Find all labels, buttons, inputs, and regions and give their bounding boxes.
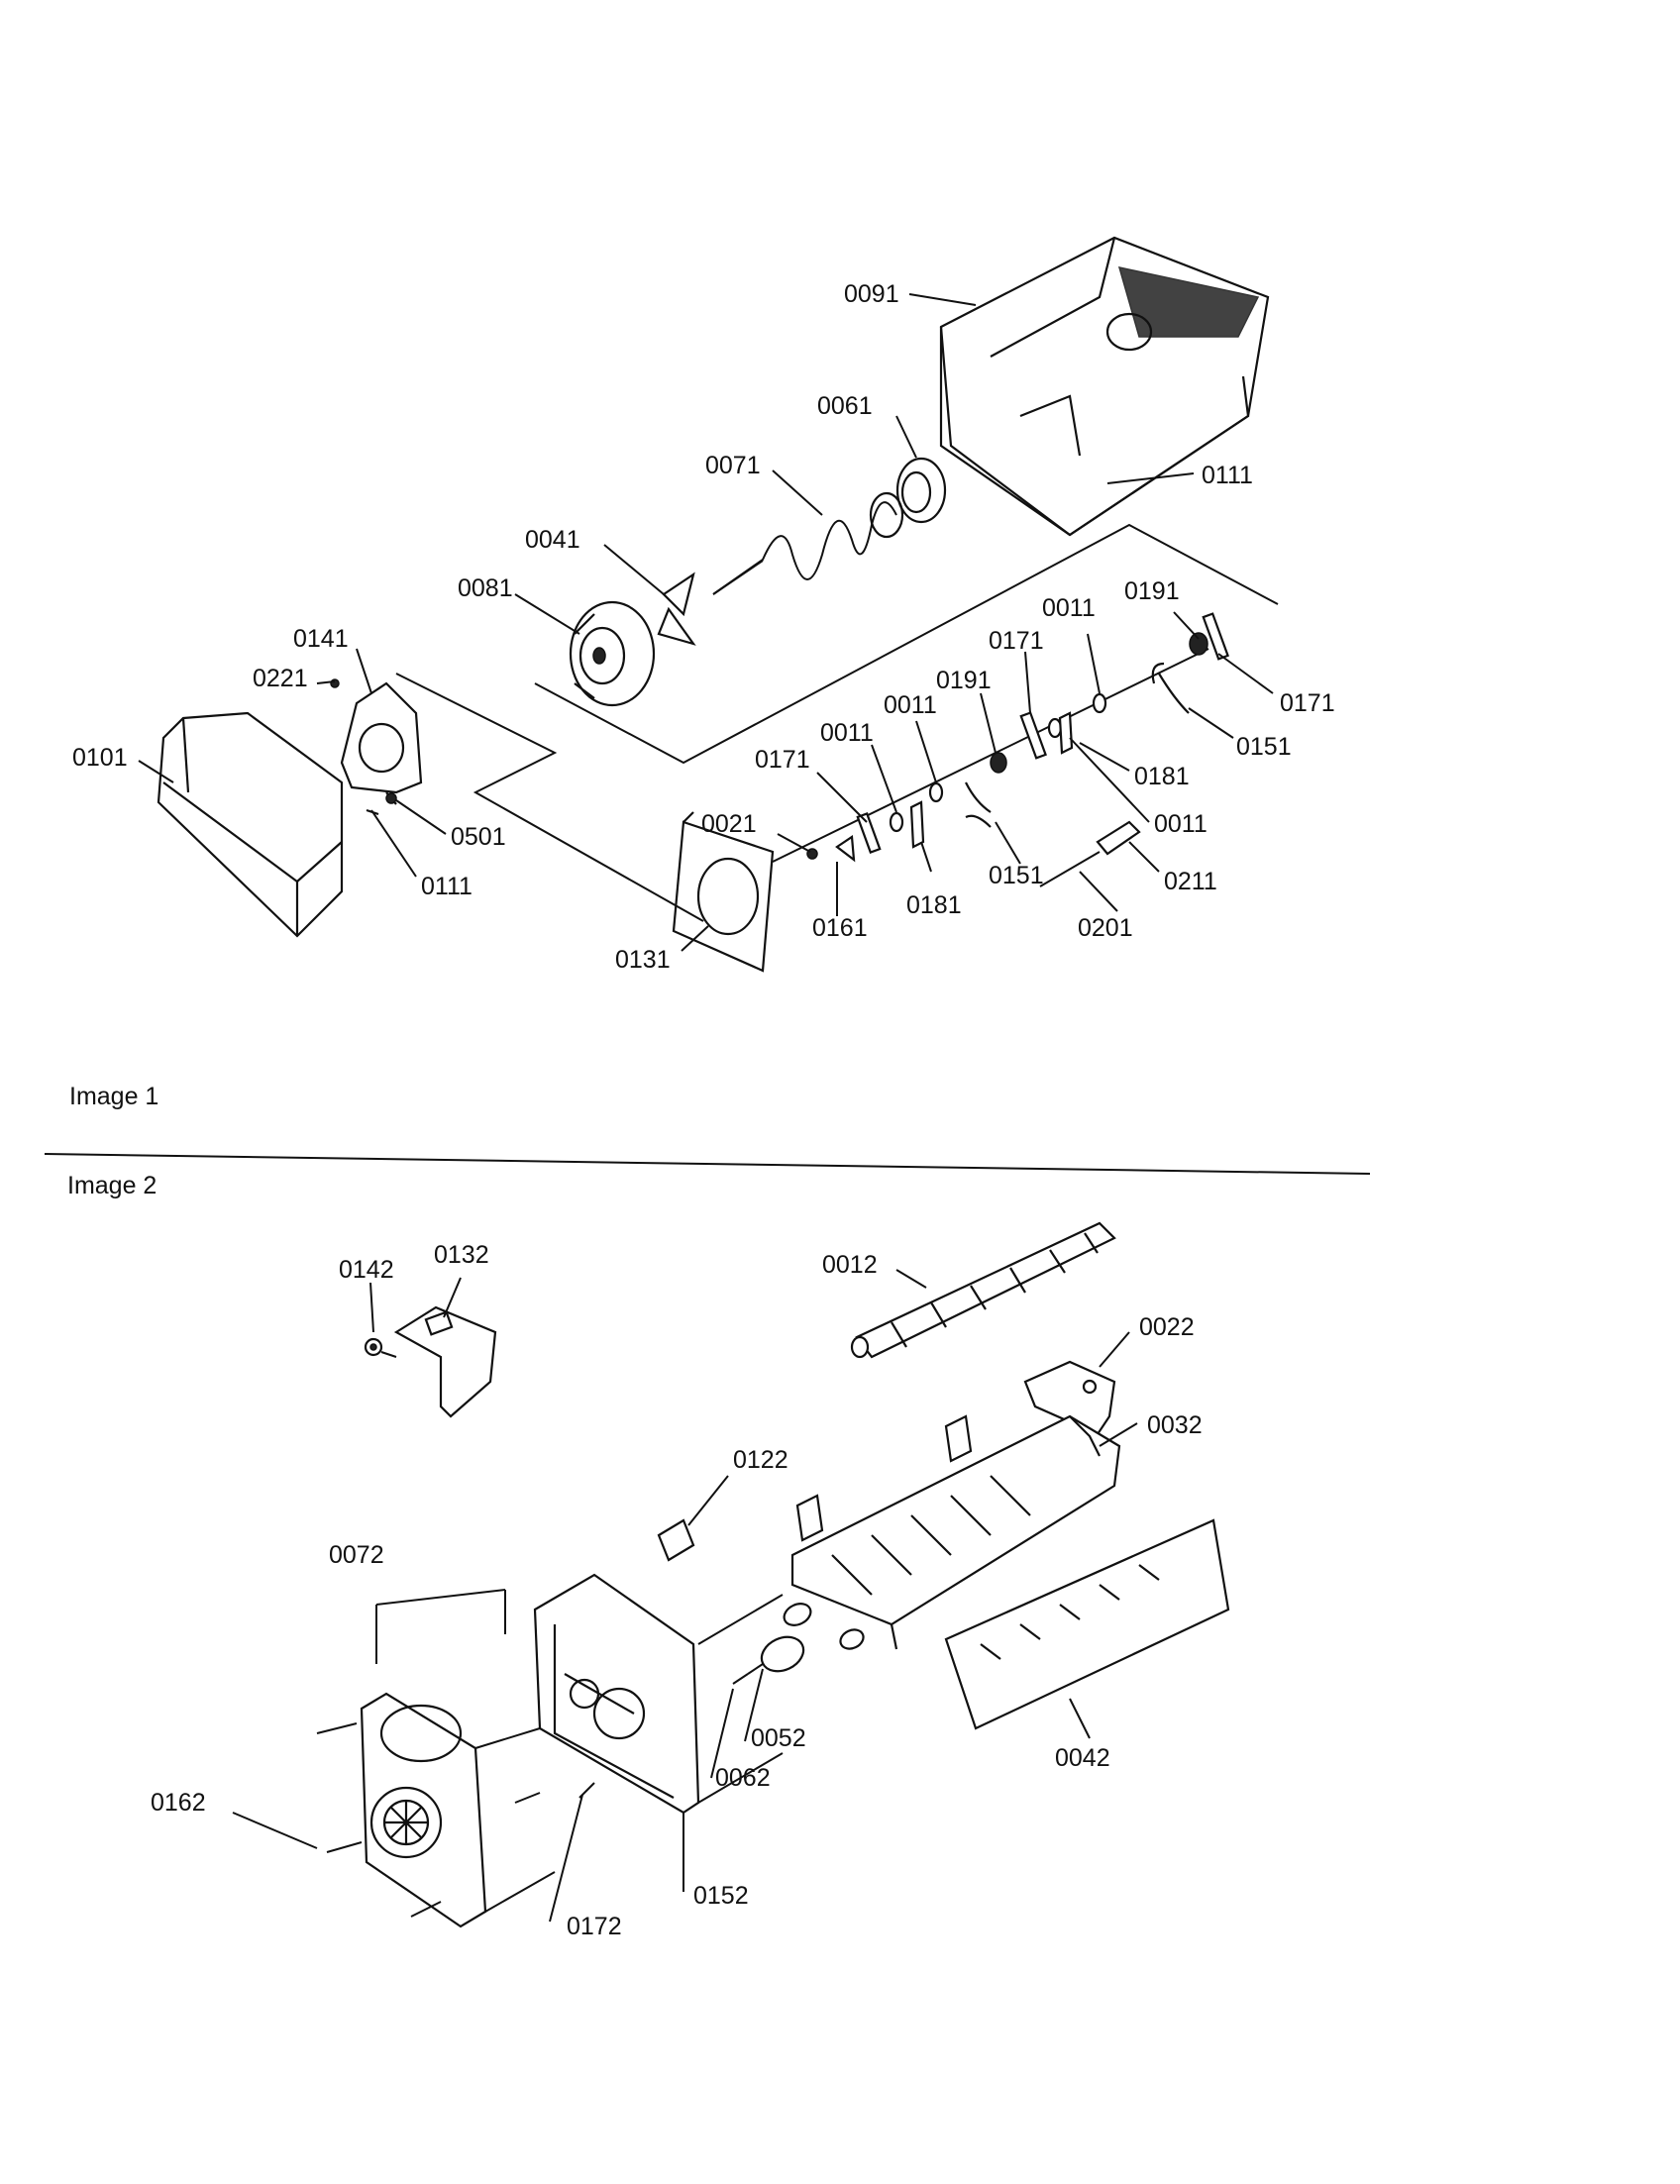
- caption-image1: Image 1: [69, 1083, 158, 1110]
- label-0172: 0172: [567, 1913, 622, 1940]
- label-0052: 0052: [751, 1724, 806, 1752]
- label-0011-c: 0011: [1042, 594, 1096, 622]
- label-0032: 0032: [1147, 1411, 1203, 1439]
- ejector-comb-part: [850, 1221, 1116, 1359]
- small-screws-part: [366, 791, 397, 816]
- label-0181-left: 0181: [906, 891, 962, 919]
- label-0191-left: 0191: [936, 667, 992, 694]
- label-0042: 0042: [1055, 1744, 1110, 1772]
- label-0171-left: 0171: [755, 746, 810, 774]
- label-0211: 0211: [1164, 868, 1217, 895]
- label-0501: 0501: [451, 823, 506, 851]
- label-0041: 0041: [525, 526, 580, 554]
- label-0011-d: 0011: [1154, 810, 1208, 838]
- label-0141: 0141: [293, 625, 349, 653]
- label-0151-right: 0151: [1236, 733, 1292, 761]
- label-0021: 0021: [701, 810, 757, 838]
- label-0131: 0131: [615, 946, 671, 974]
- label-0132: 0132: [434, 1241, 489, 1269]
- label-0062: 0062: [715, 1764, 771, 1792]
- image2-group: Image 2: [67, 1172, 1230, 1940]
- label-0022: 0022: [1139, 1313, 1195, 1341]
- switch-part: [364, 1305, 497, 1418]
- label-0191-right: 0191: [1124, 577, 1180, 605]
- label-0111-bucket: 0111: [1202, 462, 1253, 489]
- propeller-part: [657, 572, 696, 646]
- label-0201: 0201: [1078, 914, 1133, 942]
- mold-cover-part: [944, 1518, 1230, 1730]
- ice-bucket-part: [939, 236, 1270, 537]
- mount-screws-part: [316, 1722, 595, 1918]
- label-0012: 0012: [822, 1251, 878, 1279]
- pin-coupling-part: [1039, 820, 1141, 887]
- ice-mold-part: [790, 1414, 1121, 1650]
- label-0091: 0091: [844, 280, 899, 308]
- front-cover-part: [157, 711, 344, 938]
- label-0171-middle: 0171: [989, 627, 1044, 655]
- image1-label-texts: 0091 0061 0071 0111 0041 0081 0141 0221 …: [72, 280, 1335, 974]
- label-0171-right: 0171: [1280, 689, 1335, 717]
- label-0221: 0221: [253, 665, 308, 692]
- image2-label-texts: 0142 0132 0012 0022 0032 0122 0072 0052 …: [151, 1241, 1203, 1940]
- auger-disc-part: [895, 457, 947, 524]
- reference-lines: [395, 523, 1279, 922]
- label-0161: 0161: [812, 914, 868, 942]
- fan-wheel-part: [569, 600, 656, 707]
- label-0122: 0122: [733, 1446, 788, 1474]
- caption-image2: Image 2: [67, 1172, 157, 1199]
- label-0111-housing: 0111: [421, 873, 472, 900]
- label-0072: 0072: [329, 1541, 384, 1569]
- stripper-bracket-part: [1023, 1360, 1116, 1449]
- label-0061: 0061: [817, 392, 873, 420]
- label-0142: 0142: [339, 1256, 394, 1284]
- section-divider: [44, 1153, 1371, 1175]
- bracket-plate-part: [672, 811, 775, 973]
- label-0011-a: 0011: [820, 719, 874, 747]
- label-0162: 0162: [151, 1789, 206, 1817]
- label-0151-left: 0151: [989, 862, 1044, 889]
- image1-group: 0091 0061 0071 0111 0041 0081 0141 0221 …: [69, 236, 1335, 1110]
- label-0101: 0101: [72, 744, 128, 772]
- label-0081: 0081: [458, 574, 513, 602]
- shaft-assembly-part: [772, 612, 1229, 863]
- label-0071: 0071: [705, 452, 761, 479]
- thermostat-part: [732, 1603, 865, 1685]
- label-0152: 0152: [693, 1882, 749, 1910]
- motor-assembly-part: [360, 1692, 556, 1928]
- image2-leaders: [232, 1269, 1138, 1923]
- auger-spring-part: [712, 491, 904, 595]
- label-0011-b: 0011: [884, 691, 937, 719]
- clip-part: [657, 1518, 695, 1562]
- image1-leaders: [138, 293, 1274, 952]
- motor-housing-part: [330, 678, 423, 794]
- label-0181-right: 0181: [1134, 763, 1190, 790]
